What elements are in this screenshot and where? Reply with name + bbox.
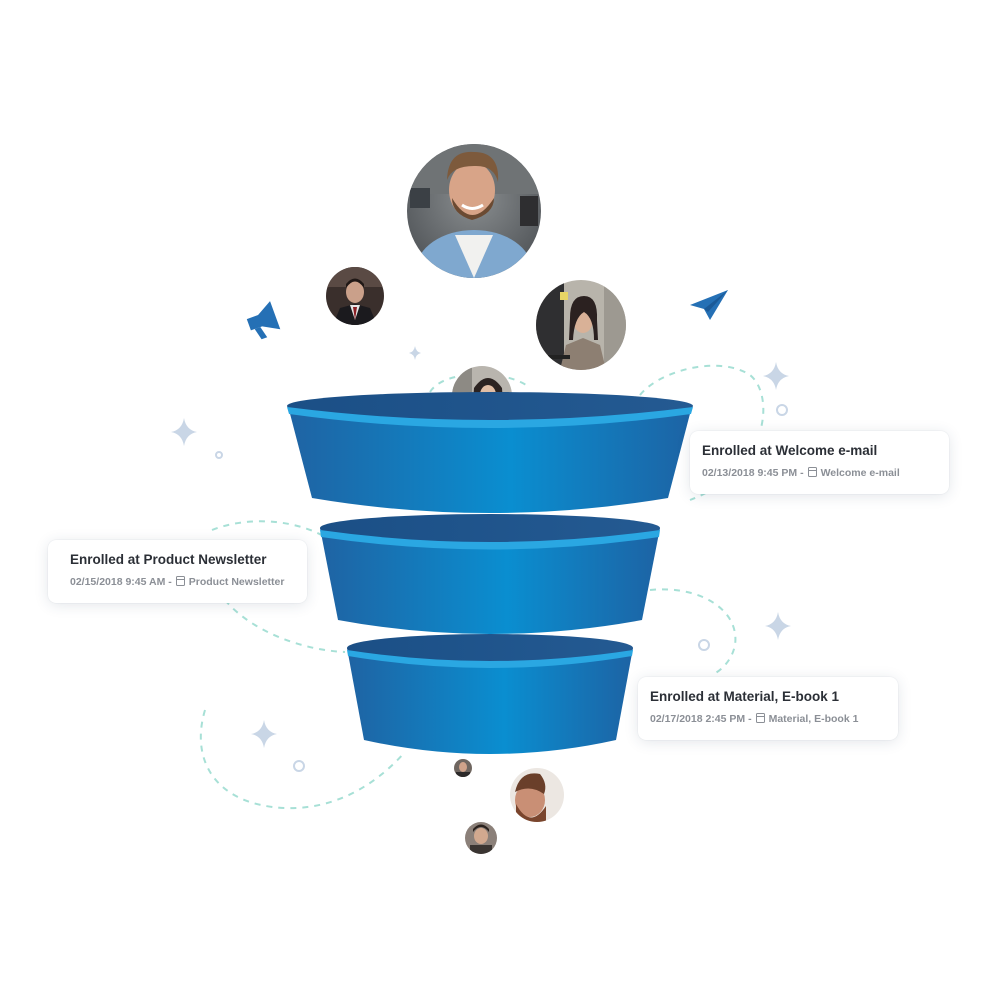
- card-title: Enrolled at Product Newsletter: [70, 552, 307, 567]
- card-date: 02/17/2018 2:45 PM -: [650, 713, 752, 725]
- funnel-tier-3: [347, 634, 633, 754]
- avatar: [407, 144, 541, 310]
- card-date: 02/13/2018 9:45 PM -: [702, 467, 804, 479]
- ring: [699, 640, 709, 650]
- card-meta: 02/15/2018 9:45 AM - Product Newsletter: [70, 576, 307, 588]
- calendar-icon: [176, 576, 185, 586]
- avatar: [326, 267, 384, 325]
- sparkle-star: [409, 346, 421, 360]
- sparkle-star: [251, 720, 277, 748]
- megaphone-icon: [244, 301, 282, 342]
- calendar-icon: [808, 467, 817, 477]
- sparkle-star: [171, 418, 197, 446]
- enrollment-card-material-ebook: Enrolled at Material, E-book 1 02/17/201…: [638, 677, 898, 740]
- card-source: Material, E-book 1: [769, 713, 859, 725]
- card-meta: 02/17/2018 2:45 PM - Material, E-book 1: [650, 713, 898, 725]
- enrollment-card-welcome-email: Enrolled at Welcome e-mail 02/13/2018 9:…: [690, 431, 949, 494]
- card-title: Enrolled at Welcome e-mail: [702, 443, 949, 458]
- card-date: 02/15/2018 9:45 AM -: [70, 576, 172, 588]
- dashed-path-middle-left: [212, 521, 330, 540]
- ring: [216, 452, 222, 458]
- card-meta: 02/13/2018 9:45 PM - Welcome e-mail: [702, 467, 949, 479]
- card-source: Product Newsletter: [189, 576, 285, 588]
- avatar: [510, 768, 564, 822]
- ring: [777, 405, 787, 415]
- ring: [294, 761, 304, 771]
- paper-plane-icon: [690, 290, 728, 320]
- card-source: Welcome e-mail: [821, 467, 900, 479]
- calendar-icon: [756, 713, 765, 723]
- sparkle-star: [763, 362, 789, 390]
- dashed-path-middle-left-lower: [225, 600, 345, 652]
- avatar: [465, 822, 497, 855]
- dashed-path-middle-right: [650, 589, 735, 675]
- funnel-tier-1: [287, 392, 693, 513]
- card-title: Enrolled at Material, E-book 1: [650, 689, 898, 704]
- sparkle-star: [765, 612, 791, 640]
- avatar: [454, 759, 472, 778]
- enrollment-card-product-newsletter: Enrolled at Product Newsletter 02/15/201…: [48, 540, 307, 603]
- avatar: [536, 280, 626, 370]
- funnel-tier-2: [320, 514, 660, 634]
